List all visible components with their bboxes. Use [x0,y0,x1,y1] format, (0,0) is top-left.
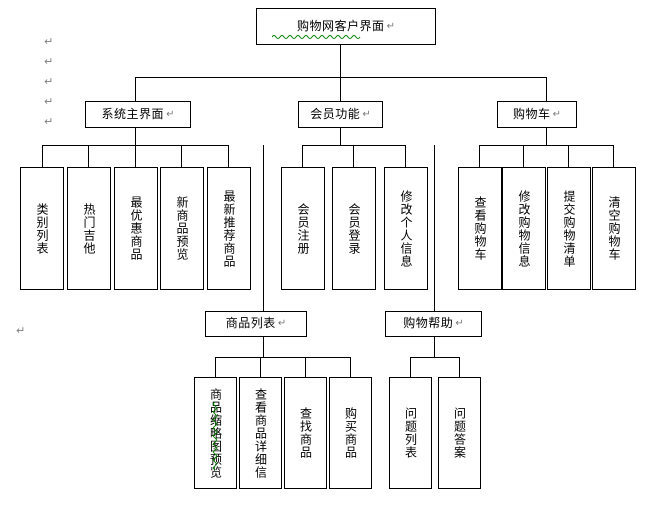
connector-system-child-3 [135,145,136,167]
node-new-product-preview-label: 新商品预览 [175,196,189,261]
margin-pilcrow-1: ↵ [44,35,54,48]
connector-system-child-2 [88,145,89,167]
node-shopping-cart[interactable]: 购物车 ↵ [497,101,577,128]
node-edit-cart-info-label: 修改购物信息 [517,189,531,268]
node-question-list[interactable]: 问题列表 [389,377,432,489]
connector-cart-child-4 [613,145,614,167]
connector-system-child-4 [181,145,182,167]
node-edit-cart-info[interactable]: 修改购物信息 [502,167,546,290]
node-popular-guitar-label: 热门吉他 [82,202,96,255]
node-system-main-label: 系统主界面 [101,106,165,121]
node-shopping-cart-pilcrow: ↵ [552,108,561,120]
connector-help-child-2 [459,357,460,377]
connector-to-member [340,77,341,101]
node-member-function-label: 会员功能 [310,106,361,121]
margin-pilcrow-6: ↵ [16,324,26,337]
connector-product-child-1 [215,357,216,377]
connector-product-child-3 [305,357,306,377]
node-view-cart-label: 查看购物车 [473,196,487,261]
node-question-answer[interactable]: 问题答案 [438,377,481,489]
connector-system-child-1 [42,145,43,167]
node-member-register[interactable]: 会员注册 [281,167,325,290]
margin-pilcrow-5: ↵ [44,115,54,128]
node-clear-cart-label: 清空购物车 [607,196,621,261]
node-category-list-label: 类别列表 [35,202,49,255]
connector-product-bus [215,357,350,358]
connector-to-cart [546,77,547,101]
connector-member-child-1 [302,145,303,167]
margin-pilcrow-4: ↵ [44,95,54,108]
node-product-thumbnail-preview[interactable]: 商品缩略图预览 [194,377,237,489]
connector-product-stem [263,337,264,357]
margin-pilcrow-2: ↵ [44,55,54,68]
node-view-product-detail-label: 查看商品详细信 [253,387,268,479]
node-shopping-help-label: 购物帮助 [403,316,454,331]
connector-cart-child-1 [479,145,480,167]
node-buy-product-label: 购买商品 [343,407,358,459]
node-edit-personal-info[interactable]: 修改个人信息 [384,167,428,290]
node-new-product-preview[interactable]: 新商品预览 [160,167,204,290]
node-member-register-label: 会员注册 [296,202,310,255]
node-member-login-label: 会员登录 [347,202,361,255]
node-best-deal-product-label: 最优惠商品 [129,196,143,261]
node-question-list-label: 问题列表 [403,407,418,459]
node-product-list-pilcrow: ↵ [277,318,287,329]
node-category-list[interactable]: 类别列表 [20,167,64,290]
connector-help-stem [434,337,435,357]
connector-help-spine [434,145,435,311]
connector-cart-child-3 [568,145,569,167]
connector-member-child-2 [353,145,354,167]
node-view-product-detail[interactable]: 查看商品详细信 [239,377,282,489]
connector-to-system [135,77,136,101]
node-clear-cart[interactable]: 清空购物车 [592,167,636,290]
node-shopping-cart-label: 购物车 [513,106,551,121]
connector-root-stem [340,45,341,77]
node-search-product-label: 查找商品 [298,407,313,459]
connector-system-child-5 [228,145,229,167]
node-member-login[interactable]: 会员登录 [332,167,376,290]
node-best-deal-product[interactable]: 最优惠商品 [114,167,158,290]
node-edit-personal-info-label: 修改个人信息 [399,189,413,268]
node-member-function-pilcrow: ↵ [362,108,371,120]
connector-system-stem [135,128,136,145]
connector-help-child-1 [410,357,411,377]
node-system-main-pilcrow: ↵ [166,108,175,120]
node-search-product[interactable]: 查找商品 [284,377,327,489]
connector-cart-bus [479,145,613,146]
node-view-cart[interactable]: 查看购物车 [458,167,502,290]
node-popular-guitar[interactable]: 热门吉他 [67,167,111,290]
connector-member-stem [340,128,341,145]
node-system-main[interactable]: 系统主界面 ↵ [85,101,191,128]
node-buy-product[interactable]: 购买商品 [329,377,372,489]
node-product-list[interactable]: 商品列表 ↵ [205,311,307,337]
margin-pilcrow-3: ↵ [44,75,54,88]
node-submit-order[interactable]: 提交购物清单 [547,167,591,290]
node-product-list-label: 商品列表 [225,316,276,331]
node-question-answer-label: 问题答案 [452,407,467,459]
connector-cart-child-2 [523,145,524,167]
node-shopping-help[interactable]: 购物帮助 ↵ [385,311,482,337]
node-latest-recommended-product[interactable]: 最新推荐商品 [207,167,251,290]
connector-member-child-3 [405,145,406,167]
node-root[interactable]: 购物网客户界面 ↵ [256,8,436,45]
node-latest-recommended-product-label: 最新推荐商品 [222,189,236,268]
connector-help-bus [410,357,459,358]
node-submit-order-label: 提交购物清单 [562,189,576,268]
node-shopping-help-pilcrow: ↵ [455,318,464,329]
connector-product-spine [263,145,264,311]
connector-cart-stem [546,128,547,145]
connector-product-child-2 [260,357,261,377]
node-root-pilcrow: ↵ [386,20,395,32]
node-root-label: 购物网客户界面 [297,18,385,33]
node-member-function[interactable]: 会员功能 ↵ [298,101,383,128]
connector-product-child-4 [350,357,351,377]
node-product-thumbnail-preview-label: 商品缩略图预览 [208,387,223,479]
